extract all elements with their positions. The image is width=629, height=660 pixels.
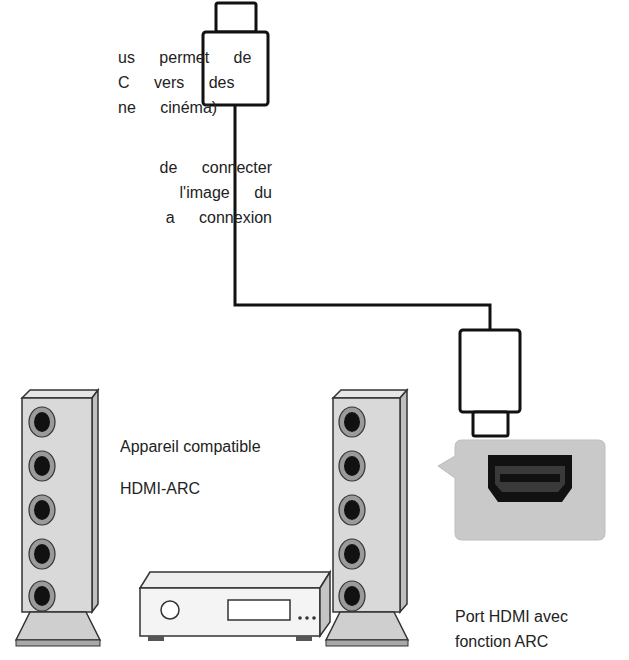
hdmi-port-tongue xyxy=(500,474,560,482)
plug-body xyxy=(460,330,520,412)
cut-off-note: de connecter l'image du a connexion xyxy=(150,155,272,230)
driver-ring xyxy=(339,407,365,437)
plug-body xyxy=(203,32,268,105)
plug-tip xyxy=(216,3,256,32)
driver-ring xyxy=(29,495,55,525)
driver-cone xyxy=(34,412,50,432)
speaker xyxy=(16,390,100,646)
driver-cone xyxy=(344,586,360,606)
plug-tip xyxy=(473,412,508,436)
driver-ring xyxy=(339,539,365,569)
driver-cone xyxy=(344,412,360,432)
driver-cone xyxy=(34,500,50,520)
driver-ring xyxy=(339,495,365,525)
hdmi-port xyxy=(488,455,572,502)
driver-ring xyxy=(29,581,55,611)
driver-cone xyxy=(344,500,360,520)
driver-ring xyxy=(339,581,365,611)
device-label: Appareil compatible HDMI-ARC xyxy=(120,426,270,510)
driver-cone xyxy=(344,544,360,564)
port-callout xyxy=(438,440,605,540)
driver-cone xyxy=(34,586,50,606)
cut-off-note: us permet de C vers des ne cinéma) xyxy=(118,45,253,120)
speaker-drivers xyxy=(29,407,365,611)
driver-ring xyxy=(29,407,55,437)
driver-ring xyxy=(339,451,365,481)
port-label: Port HDMI avec fonction ARC xyxy=(455,604,620,654)
av-receiver xyxy=(140,572,330,641)
driver-cone xyxy=(34,456,50,476)
hdmi-port-slot xyxy=(495,466,565,492)
driver-cone xyxy=(34,544,50,564)
hdmi-cable xyxy=(235,105,490,330)
driver-ring xyxy=(29,539,55,569)
speaker xyxy=(326,390,408,646)
driver-cone xyxy=(344,456,360,476)
driver-ring xyxy=(29,451,55,481)
